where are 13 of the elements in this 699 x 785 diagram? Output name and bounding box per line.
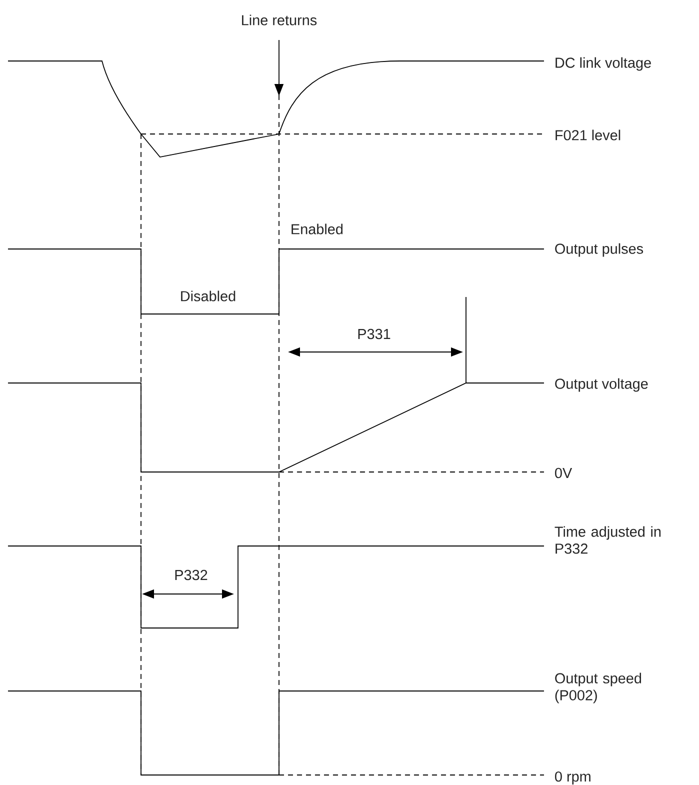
state-label: Disabled — [181, 290, 236, 302]
dimension-label: P331 — [358, 328, 390, 340]
dimension-label: P332 — [175, 570, 208, 580]
level-label: 0 rpm — [555, 771, 590, 785]
annotation-text: Line returns — [242, 14, 317, 26]
level-label: 0V — [555, 468, 572, 478]
signal-label: Output speed (P002) — [555, 672, 642, 704]
signal-label: Output voltage — [555, 378, 648, 392]
signal-label: Output pulses — [555, 243, 644, 257]
signal-label: DC link voltage — [556, 57, 651, 71]
level-label: F021 level — [556, 130, 620, 140]
state-label: Enabled — [292, 224, 343, 234]
signal-label: Time adjusted in P332 — [554, 526, 661, 554]
